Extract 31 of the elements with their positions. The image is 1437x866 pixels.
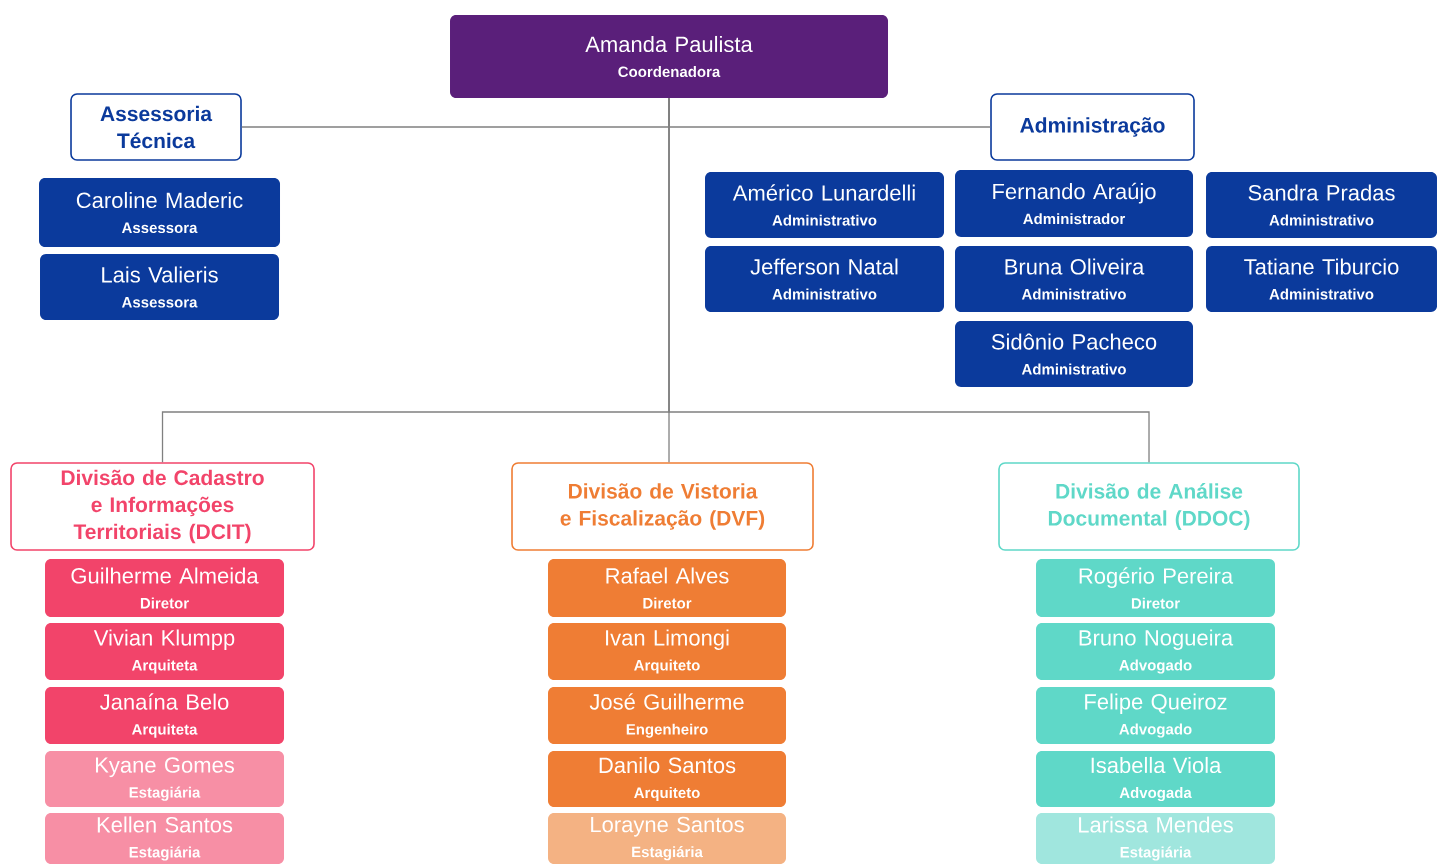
person-box: Lorayne Santos Estagiária [548,813,786,864]
person-box: Isabella Viola Advogada [1036,751,1275,807]
person-box: Rogério Pereira Diretor [1036,559,1275,617]
person-box: Ivan Limongi Arquiteto [548,623,786,680]
division-heading-box: Divisão de Vistoria e Fiscalização (DVF) [511,462,814,551]
division-heading-box: Divisão de Análise Documental (DDOC) [998,462,1300,551]
connector-line [668,97,1150,463]
person-box: Sidônio Pacheco Administrativo [955,321,1193,387]
person-box: Vivian Klumpp Arquiteta [45,623,284,680]
person-box: Danilo Santos Arquiteto [548,751,786,807]
division-heading-box: Assessoria Técnica [70,93,242,161]
person-box: Lais Valieris Assessora [40,254,279,320]
person-box: José Guilherme Engenheiro [548,687,786,744]
person-box: Fernando Araújo Administrador [955,170,1193,237]
person-box: Jefferson Natal Administrativo [705,246,944,312]
person-box: Bruno Nogueira Advogado [1036,623,1275,680]
person-box: Janaína Belo Arquiteta [45,687,284,744]
division-heading-box: Divisão de Cadastro e Informações Territoriais (DCIT) [10,462,315,551]
person-box: Bruna Oliveira Administrativo [955,246,1193,312]
person-box: Guilherme Almeida Diretor [45,559,284,617]
person-box: Américo Lunardelli Administrativo [705,172,944,238]
person-box: Amanda Paulista Coordenadora [450,15,888,98]
person-box: Larissa Mendes Estagiária [1036,813,1275,864]
person-box: Tatiane Tiburcio Administrativo [1206,246,1437,312]
person-box: Caroline Maderic Assessora [39,178,280,247]
person-box: Kyane Gomes Estagiária [45,751,284,807]
division-heading-box: Administração [990,93,1195,161]
person-box: Sandra Pradas Administrativo [1206,172,1437,238]
person-box: Rafael Alves Diretor [548,559,786,617]
person-box: Kellen Santos Estagiária [45,813,284,864]
person-box: Felipe Queiroz Advogado [1036,687,1275,744]
